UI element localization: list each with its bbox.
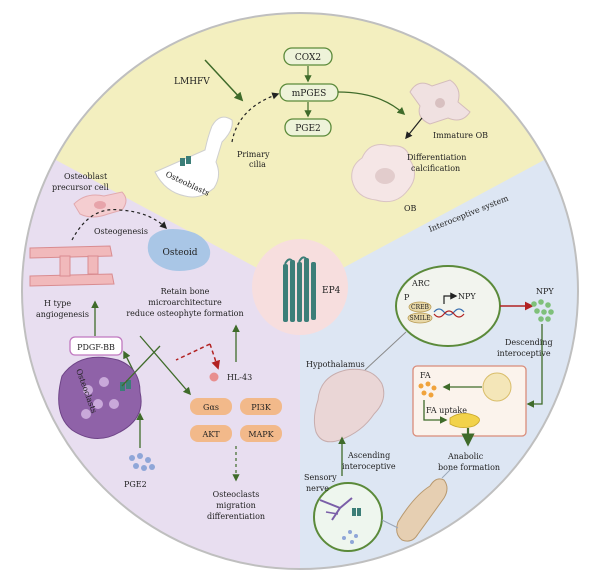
immature-ob-nucleus bbox=[435, 98, 445, 108]
osteogenesis-label: Osteogenesis bbox=[94, 227, 148, 236]
akt-box bbox=[190, 425, 232, 442]
ob-label: OB bbox=[404, 204, 417, 213]
mapk-box bbox=[240, 425, 282, 442]
retain-line1: Retain bone bbox=[161, 287, 210, 296]
primary-cilia-line1: Primary bbox=[237, 150, 270, 159]
osteoblast-precursor-line1: Osteoblast bbox=[64, 172, 108, 181]
retain-line2: microarchitecture bbox=[148, 298, 222, 307]
lmhfv-arrow bbox=[204, 59, 244, 102]
npy-inner-label: NPY bbox=[458, 292, 476, 301]
migration-line3: differentiation bbox=[207, 512, 265, 521]
brain-icon bbox=[313, 368, 385, 443]
fa-label: FA bbox=[420, 371, 431, 380]
sensory-nerve-circle bbox=[313, 482, 383, 552]
creb-label: CREB bbox=[411, 304, 429, 311]
bone-icon bbox=[396, 478, 448, 542]
hl43-red-dashed-arrow bbox=[209, 343, 220, 370]
ascending-line2: interoceptive bbox=[342, 462, 396, 471]
fa-uptake-arrow bbox=[423, 400, 448, 424]
npy-label: NPY bbox=[536, 287, 554, 296]
ob-nucleus bbox=[375, 168, 395, 184]
cox2-box bbox=[283, 47, 333, 66]
osteoblast-precursor-line2: precursor cell bbox=[52, 183, 109, 192]
top-sector bbox=[22, 13, 578, 291]
ep4-label: EP4 bbox=[322, 286, 341, 296]
retain-to-signaling-arrow bbox=[139, 335, 192, 396]
creb-oval bbox=[408, 301, 432, 313]
pi3k-box bbox=[240, 398, 282, 415]
akt-label: AKT bbox=[201, 430, 220, 439]
retain-line3: reduce osteophyte formation bbox=[126, 309, 243, 318]
pge2-box-top bbox=[284, 118, 332, 137]
differentiation-line1: Differentiation bbox=[407, 153, 466, 162]
nerve-to-bone-line bbox=[381, 519, 399, 529]
osteoclast-cell bbox=[58, 356, 142, 439]
npy-transcription-arrow bbox=[443, 292, 458, 304]
sensory-line1: Sensory bbox=[304, 473, 337, 482]
cox2-label: COX2 bbox=[295, 53, 321, 63]
hypothalamus-label: Hypothalamus bbox=[306, 360, 365, 369]
osteoblast-cilia-cell bbox=[154, 116, 233, 198]
smile-label: SMILE bbox=[410, 315, 431, 322]
gas-label: Gαs bbox=[203, 403, 219, 412]
precursor-nucleus bbox=[94, 201, 106, 209]
outer-ring bbox=[21, 12, 579, 570]
immature-ob-label: Immature OB bbox=[433, 131, 488, 140]
migration-line2: migration bbox=[216, 501, 256, 510]
smile-oval bbox=[407, 312, 433, 324]
h-type-line2: angiogenesis bbox=[36, 310, 89, 319]
h-type-vessels-icon bbox=[29, 245, 115, 287]
dna-strand-icon bbox=[433, 308, 465, 316]
fa-molecules-icon bbox=[418, 381, 437, 398]
pge2-molecules-icon bbox=[129, 453, 155, 471]
gas-box bbox=[190, 398, 232, 415]
immature-to-ob-arrow bbox=[405, 117, 423, 140]
adipocyte-cell bbox=[482, 372, 512, 402]
pi3k-label: PI3K bbox=[251, 403, 272, 412]
osteoid-blob bbox=[147, 229, 211, 271]
cilia-to-mpges-dashed-arrow bbox=[231, 92, 280, 143]
mpges-to-immature-ob-arrow bbox=[337, 91, 406, 116]
mapk-label: MAPK bbox=[248, 430, 274, 439]
ascending-line1: Ascending bbox=[347, 451, 390, 460]
descending-line2: interoceptive bbox=[497, 349, 551, 358]
migration-line1: Osteoclasts bbox=[213, 490, 260, 499]
osteogenesis-dashed-arrow bbox=[71, 208, 168, 241]
differentiation-line2: calcification bbox=[411, 164, 460, 173]
npy-molecules-icon bbox=[531, 299, 554, 322]
hl43-red-dashed-line bbox=[175, 343, 211, 361]
pdgf-bb-label: PDGF-BB bbox=[77, 343, 115, 352]
fa-uptake-label: FA uptake bbox=[426, 406, 467, 415]
ep4-receptor-icon bbox=[283, 256, 316, 322]
pge2-left-label: PGE2 bbox=[124, 480, 147, 489]
bone-cell-icon bbox=[449, 413, 480, 428]
anabolic-line2: bone formation bbox=[438, 463, 500, 472]
p-label: P bbox=[404, 293, 410, 302]
sensory-line2: nerve bbox=[306, 484, 329, 493]
descending-line1: Descending bbox=[505, 338, 553, 347]
bone-to-anabolic-line bbox=[441, 467, 453, 479]
hl43-molecule-icon bbox=[209, 372, 219, 382]
primary-cilia-line2: cilia bbox=[249, 160, 266, 169]
osteoid-label: Osteoid bbox=[163, 248, 198, 258]
pdgf-bb-box bbox=[69, 336, 123, 356]
hl43-label: HL-43 bbox=[227, 373, 252, 382]
arc-label: ARC bbox=[411, 279, 430, 288]
pge2-top-label: PGE2 bbox=[295, 124, 321, 134]
anabolic-line1: Anabolic bbox=[447, 452, 484, 461]
hypothalamus-pointer-line bbox=[364, 331, 407, 371]
h-type-line1: H type bbox=[44, 299, 71, 308]
mpges-label: mPGES bbox=[292, 89, 327, 99]
descending-arrow bbox=[526, 324, 543, 408]
dna-strand-icon-2 bbox=[433, 310, 465, 318]
lmhfv-label: LMHFV bbox=[174, 77, 210, 87]
sensory-nerve-icon bbox=[319, 497, 361, 544]
